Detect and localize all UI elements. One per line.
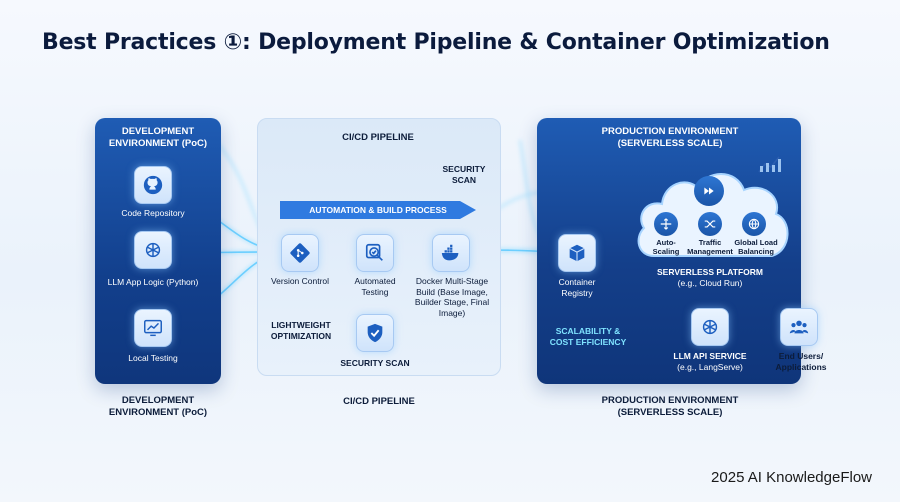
serverless-platform-label: SERVERLESS PLATFORM — [657, 267, 763, 277]
shield-check-icon — [367, 323, 383, 343]
arrows-scale-icon — [660, 218, 672, 230]
lightweight-optimization-label: LIGHTWEIGHT OPTIMIZATION — [270, 320, 332, 341]
docker-build-label: Docker Multi-Stage Build (Base Image, Bu… — [414, 276, 490, 318]
automation-build-label: AUTOMATION & BUILD PROCESS — [309, 205, 447, 215]
automated-testing-label: Automated Testing — [354, 276, 396, 297]
git-icon — [290, 243, 310, 263]
cicd-panel-title: CI/CD PIPELINE — [342, 132, 414, 143]
chart-monitor-icon — [144, 319, 162, 337]
local-testing-label: Local Testing — [128, 353, 178, 363]
code-repository-node[interactable] — [134, 166, 172, 204]
version-control-label: Version Control — [270, 276, 330, 286]
local-testing-node[interactable] — [134, 309, 172, 347]
scalability-label: SCALABILITY & COST EFFICIENCY — [549, 326, 627, 347]
container-registry-label: Container Registry — [558, 277, 596, 298]
development-bottom-label: DEVELOPMENT ENVIRONMENT (PoC) — [108, 395, 208, 418]
llm-api-service-sub: (e.g., LangServe) — [677, 362, 743, 372]
auto-scaling-label: Auto-Scaling — [652, 238, 680, 256]
security-scan-label: SECURITY SCAN — [340, 358, 410, 368]
automation-build-banner: AUTOMATION & BUILD PROCESS — [280, 199, 476, 221]
traffic-management-label: Traffic Management — [687, 238, 733, 256]
cloud-run-icon — [704, 187, 714, 195]
auto-scaling-node[interactable] — [654, 212, 678, 236]
traffic-management-node[interactable] — [698, 212, 722, 236]
global-load-balancing-node[interactable] — [742, 212, 766, 236]
end-users-label: End Users/ Applications — [775, 351, 827, 372]
shuffle-icon — [704, 220, 716, 228]
llm-app-logic-label: LLM App Logic (Python) — [107, 277, 199, 287]
production-bottom-label: PRODUCTION ENVIRONMENT (SERVERLESS SCALE… — [601, 395, 739, 418]
github-icon — [143, 175, 163, 195]
cicd-bottom-label: CI/CD PIPELINE — [343, 396, 415, 407]
docker-icon — [441, 244, 459, 261]
container-registry-node[interactable] — [558, 234, 596, 272]
serverless-platform-sub: (e.g., Cloud Run) — [677, 278, 743, 288]
openai-icon — [145, 242, 161, 258]
docker-build-node[interactable] — [432, 234, 470, 272]
development-panel-title: DEVELOPMENT ENVIRONMENT (PoC) — [108, 126, 208, 149]
global-load-balancing-label: Global Load Balancing — [734, 238, 778, 256]
code-repository-label: Code Repository — [121, 208, 185, 218]
version-control-node[interactable] — [281, 234, 319, 272]
globe-icon — [748, 218, 760, 230]
footer-credit: 2025 AI KnowledgeFlow — [711, 469, 872, 486]
llm-app-logic-node[interactable] — [134, 231, 172, 269]
bar-chart-icon — [758, 156, 781, 173]
security-scan-top-label: SECURITY SCAN — [442, 164, 486, 185]
users-icon — [789, 320, 809, 334]
cloud-run-node[interactable] — [694, 176, 724, 206]
magnifier-check-icon — [365, 243, 383, 261]
automated-testing-node[interactable] — [356, 234, 394, 272]
page-title: Best Practices ①: Deployment Pipeline & … — [42, 30, 830, 55]
end-users-node[interactable] — [780, 308, 818, 346]
container-box-icon — [569, 244, 585, 262]
security-scan-node[interactable] — [356, 314, 394, 352]
llm-api-service-label: LLM API SERVICE — [673, 351, 747, 361]
production-panel-title: PRODUCTION ENVIRONMENT (SERVERLESS SCALE… — [601, 126, 739, 149]
openai-icon — [702, 319, 718, 335]
llm-api-service-node[interactable] — [691, 308, 729, 346]
